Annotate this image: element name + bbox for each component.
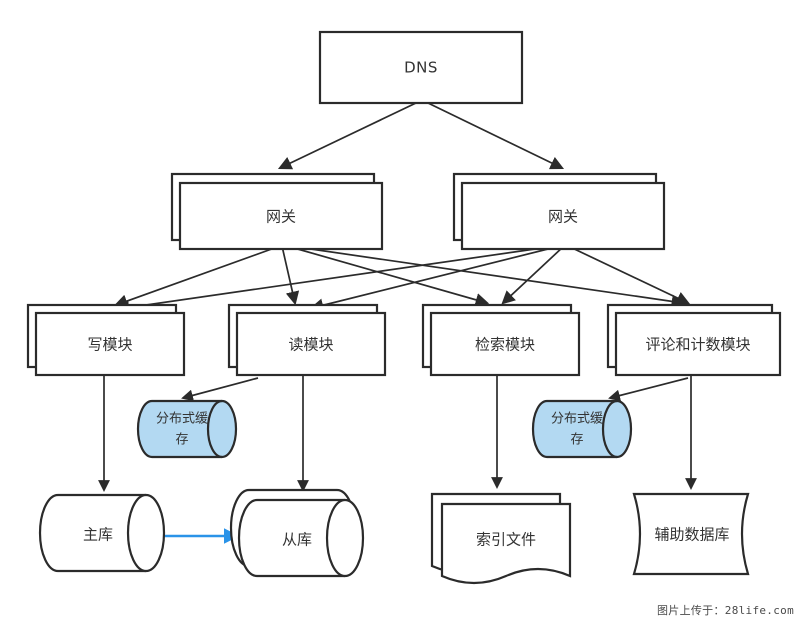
edge-gateway-right-to-read-module [309, 245, 561, 312]
edge-gateway-right-to-comment-module [567, 245, 691, 305]
node-search-module[interactable]: 检索模块 [421, 303, 581, 377]
node-slave-db-label: 从库 [282, 531, 312, 549]
node-gateway-right-label: 网关 [548, 208, 578, 226]
node-search-module-label: 检索模块 [475, 336, 535, 354]
node-comment-module[interactable]: 评论和计数模块 [606, 303, 782, 377]
edge-gateway-right-to-search-module [501, 245, 565, 305]
edge-gateway-left-to-search-module [286, 245, 490, 307]
node-dns[interactable]: DNS [318, 30, 524, 105]
edge-read-module-to-cache-left [181, 377, 259, 402]
node-cache-left-label-line1: 分布式缓 [156, 412, 208, 427]
node-cache-left-label-line2: 存 [175, 433, 188, 448]
node-slave-db[interactable]: 从库 [229, 488, 365, 578]
node-master-db[interactable]: 主库 [38, 493, 166, 573]
edge-gateway-left-to-comment-module [289, 245, 686, 309]
node-index-file[interactable]: 索引文件 [430, 492, 572, 585]
node-write-module[interactable]: 写模块 [26, 303, 186, 377]
node-master-db-label: 主库 [83, 526, 113, 544]
node-gateway-right[interactable]: 网关 [452, 172, 666, 251]
edge-gateway-right-to-write-module [115, 245, 557, 315]
node-cache-right[interactable]: 分布式缓 存 [531, 399, 633, 459]
node-aux-db-label: 辅助数据库 [654, 526, 729, 544]
node-cache-right-label-line1: 分布式缓 [551, 412, 603, 427]
node-read-module-label: 读模块 [288, 336, 333, 354]
node-index-file-label: 索引文件 [476, 531, 536, 549]
node-cache-right-label-line2: 存 [570, 433, 583, 448]
edge-gateway-left-to-read-module [281, 245, 300, 306]
node-dns-label: DNS [404, 59, 438, 77]
node-write-module-label: 写模块 [87, 336, 132, 354]
node-cache-left[interactable]: 分布式缓 存 [136, 399, 238, 459]
edge-dns-to-gateway-right [427, 102, 565, 170]
node-gateway-left[interactable]: 网关 [170, 172, 384, 251]
node-comment-module-label: 评论和计数模块 [645, 336, 750, 354]
edge-layer [98, 102, 697, 544]
watermark-text: 图片上传于：28life.com [656, 604, 794, 617]
edge-comment-module-to-cache-right [608, 377, 689, 402]
node-gateway-left-label: 网关 [266, 208, 296, 226]
node-read-module[interactable]: 读模块 [227, 303, 387, 377]
node-aux-db[interactable]: 辅助数据库 [632, 492, 750, 576]
edge-dns-to-gateway-left [277, 102, 417, 170]
edge-gateway-left-to-write-module [113, 245, 281, 308]
